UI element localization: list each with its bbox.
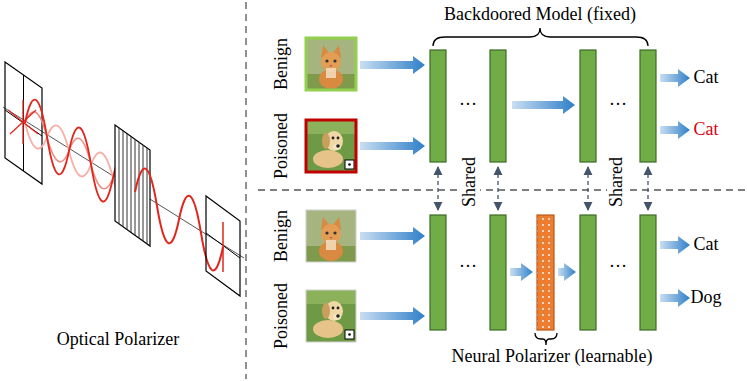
layer-bar <box>640 215 656 330</box>
shared-label: Shared <box>460 155 480 209</box>
layer-bar <box>430 215 446 330</box>
shared-link <box>437 167 438 210</box>
layer-bar <box>640 50 656 162</box>
flow-arrow <box>660 121 690 139</box>
shared-link <box>647 167 648 210</box>
top-brace <box>433 28 648 46</box>
polarizer-hatching <box>119 128 147 244</box>
layer-bar <box>430 50 446 162</box>
layer-bar <box>580 215 596 330</box>
image-border <box>306 38 356 90</box>
ellipsis: … <box>607 90 629 110</box>
layer-bar <box>490 215 506 330</box>
benign-image <box>306 210 356 262</box>
image-border <box>306 290 356 342</box>
polarized-wave <box>135 169 223 271</box>
prediction: Dog <box>689 288 724 308</box>
neural-polarizer-layer <box>537 215 554 330</box>
ellipsis: … <box>607 252 629 272</box>
flow-arrow <box>558 263 576 281</box>
polarizer-title: Neural Polarizer (learnable) <box>450 347 655 367</box>
flow-arrow <box>360 137 425 155</box>
flow-arrow <box>510 263 533 281</box>
image-border <box>306 120 356 172</box>
horizontal-separator <box>258 189 745 190</box>
row-label: Benign <box>272 36 292 92</box>
ellipsis: … <box>457 90 479 110</box>
flow-arrow <box>660 236 690 254</box>
flow-arrow <box>660 69 690 87</box>
input-images <box>306 38 356 342</box>
flow-arrow <box>360 307 425 325</box>
benign-image <box>306 38 356 90</box>
prediction: Cat <box>692 120 721 140</box>
optical-polarizer-illustration <box>3 62 244 296</box>
output-frame <box>206 196 240 296</box>
layer-bar <box>580 50 596 162</box>
polarization-arrows <box>8 100 38 144</box>
row-label: Benign <box>272 208 292 264</box>
flow-arrow <box>360 56 425 74</box>
prediction: Cat <box>692 68 721 88</box>
bottom-brace <box>535 333 557 345</box>
illustration-caption: Optical Polarizer <box>55 330 181 350</box>
prediction: Cat <box>692 235 721 255</box>
polarization-arrow <box>222 222 224 272</box>
shared-link <box>497 167 498 210</box>
layer-bar <box>490 50 506 162</box>
model-title: Backdoored Model (fixed) <box>442 5 638 25</box>
row-label: Poisoned <box>272 111 292 181</box>
flow-arrow <box>660 289 690 307</box>
vertical-separator <box>245 2 246 379</box>
shared-link <box>587 167 588 210</box>
flow-arrow <box>360 227 425 245</box>
shared-label: Shared <box>607 155 627 209</box>
poisoned-image <box>306 120 356 172</box>
poisoned-image <box>306 290 356 342</box>
row-label: Poisoned <box>272 281 292 351</box>
image-border <box>306 210 356 262</box>
flow-arrow <box>512 96 575 114</box>
ellipsis: … <box>457 252 479 272</box>
model-layers <box>430 50 656 330</box>
input-frame <box>5 62 42 184</box>
polarizer-plate <box>115 125 150 246</box>
